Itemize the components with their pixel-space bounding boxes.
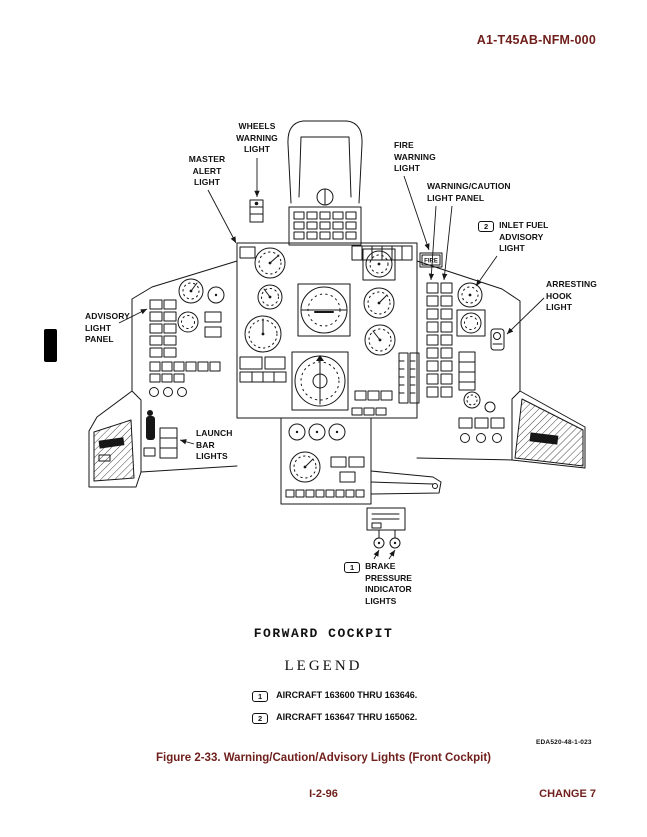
main-panel-outline (88, 242, 586, 505)
canopy (287, 120, 363, 206)
callout-wheels-warning-light: WHEELS WARNING LIGHT (236, 121, 278, 154)
brake-pressure-indicators (366, 507, 406, 549)
doc-number: A1-T45AB-NFM-000 (476, 33, 596, 47)
legend-title: LEGEND (284, 658, 363, 674)
callout-warning-caution-light-panel: WARNING/CAUTION LIGHT PANEL (427, 181, 511, 203)
left-gauges (239, 246, 287, 383)
callout-fire-warning-light: FIRE WARNING LIGHT (394, 140, 436, 173)
callout-inlet-fuel-advisory-light-label: INLET FUEL ADVISORY LIGHT (499, 220, 549, 253)
callout-launch-bar-lights: LAUNCH BAR LIGHTS (196, 428, 233, 461)
ufc-panel (288, 206, 362, 246)
fire-light-label: FIRE (424, 259, 438, 265)
callout-brake-pressure-indicator-lights-label: BRAKE PRESSURE INDICATOR LIGHTS (365, 561, 412, 606)
wheels-warning-light-fixture (249, 199, 264, 223)
leader-lines (118, 158, 545, 560)
arresting-hook-light (490, 328, 505, 351)
legend-item-1-text: AIRCRAFT 163600 THRU 163646. (276, 690, 418, 700)
inlet-fuel-advisory-light (457, 282, 483, 308)
right-console (456, 309, 584, 467)
change-notice: CHANGE 7 (539, 788, 596, 800)
figure-caption: Figure 2-33. Warning/Caution/Advisory Li… (156, 752, 491, 764)
page-number: I-2-96 (309, 788, 338, 800)
callout-arresting-hook-light: ARRESTING HOOK LIGHT (546, 279, 597, 312)
ref-box-2: 2 (478, 221, 495, 232)
callout-brake-pressure-indicator-lights: 1 BRAKE PRESSURE INDICATOR LIGHTS (344, 561, 412, 607)
legend-ref-box-1: 1 (252, 691, 269, 702)
ref-box-1: 1 (344, 562, 361, 573)
callout-inlet-fuel-advisory-light: 2 INLET FUEL ADVISORY LIGHT (478, 220, 548, 255)
warning-caution-light-panel (426, 282, 453, 398)
figure-title: FORWARD COCKPIT (253, 626, 394, 641)
advisory-light-panel (149, 299, 177, 358)
right-gauges (351, 245, 420, 416)
fire-light (419, 252, 443, 268)
legend-item-1: 1 AIRCRAFT 163600 THRU 163646. (252, 690, 417, 702)
pedestal-instruments (285, 423, 365, 498)
launch-bar-lights (159, 427, 178, 459)
legend-ref-box-2: 2 (252, 713, 269, 724)
callout-advisory-light-panel: ADVISORY LIGHT PANEL (85, 311, 130, 344)
callout-master-alert-light: MASTER ALERT LIGHT (188, 154, 226, 187)
legend-item-2: 2 AIRCRAFT 163647 THRU 165062. (252, 712, 417, 724)
binding-mark (44, 329, 57, 362)
drawing-number: EDA520-48-1-023 (536, 739, 592, 746)
legend-item-2-text: AIRCRAFT 163647 THRU 165062. (276, 712, 418, 722)
center-gauges (291, 283, 351, 411)
left-console (93, 278, 225, 482)
